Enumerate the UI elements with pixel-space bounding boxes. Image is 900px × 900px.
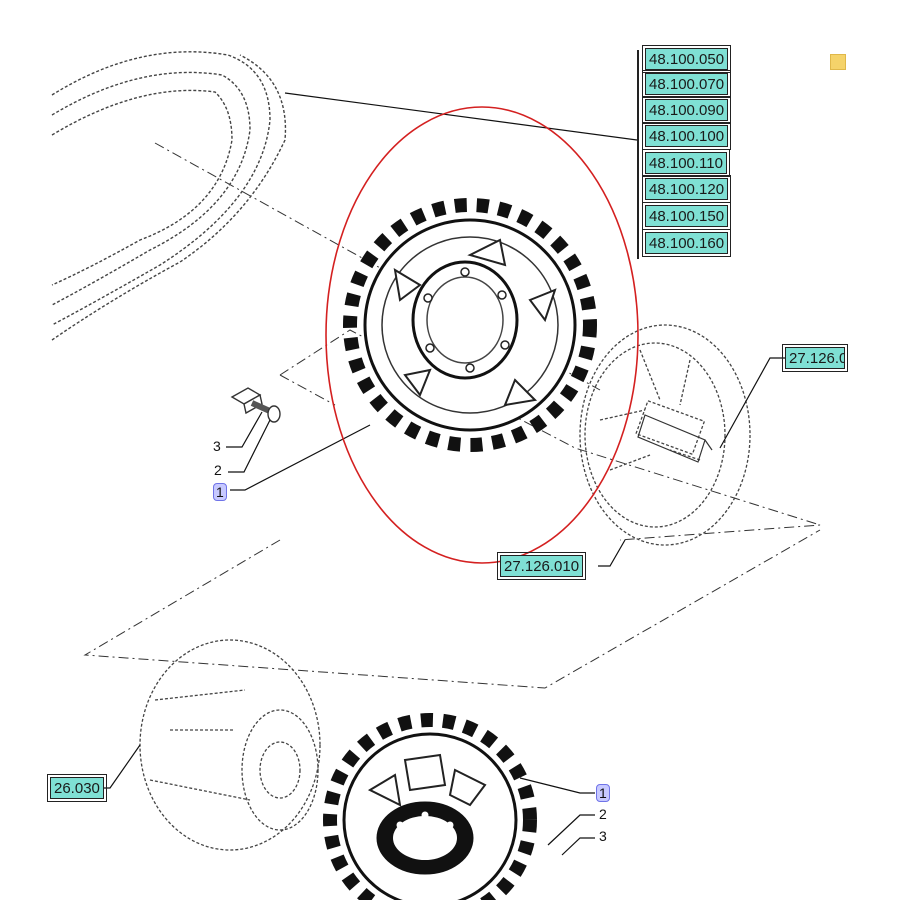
ref-label-48-100-160[interactable]: 48.100.160 <box>641 229 732 257</box>
hub-shaft <box>637 414 713 463</box>
ref-label-hub-bottom[interactable]: 27.126.010 <box>496 552 587 580</box>
callout-upper-1[interactable]: 1 <box>213 483 227 501</box>
lower-hub <box>139 639 321 851</box>
callout-upper-2: 2 <box>214 462 222 478</box>
ref-label-48-100-150[interactable]: 48.100.150 <box>641 202 732 230</box>
ref-label-48-100-120[interactable]: 48.100.120 <box>641 175 732 203</box>
ref-label-48-100-090[interactable]: 48.100.090 <box>641 96 732 124</box>
ref-label-48-100-070[interactable]: 48.100.070 <box>641 70 732 98</box>
highlight-ellipse <box>325 106 639 564</box>
callout-upper-3: 3 <box>213 438 221 454</box>
bolt-and-washer <box>230 387 281 423</box>
callout-lower-1[interactable]: 1 <box>596 784 610 802</box>
ref-label-48-100-100[interactable]: 48.100.100 <box>641 122 732 150</box>
ref-label-48-100-110[interactable]: 48.100.110 <box>642 149 730 177</box>
ref-label-hub-right[interactable]: 27.126.0 <box>782 344 848 372</box>
upper-sprocket <box>343 198 597 452</box>
ref-list-bracket <box>637 50 639 259</box>
callout-lower-3: 3 <box>599 828 607 844</box>
ref-label-48-100-050[interactable]: 48.100.050 <box>641 45 732 73</box>
lower-sprocket <box>323 713 537 900</box>
hub-assembly <box>579 324 751 546</box>
callout-lower-2: 2 <box>599 806 607 822</box>
folder-icon[interactable] <box>830 54 846 70</box>
drive-chain <box>51 51 287 341</box>
ref-label-hub-left[interactable]: 26.030 <box>47 774 107 802</box>
